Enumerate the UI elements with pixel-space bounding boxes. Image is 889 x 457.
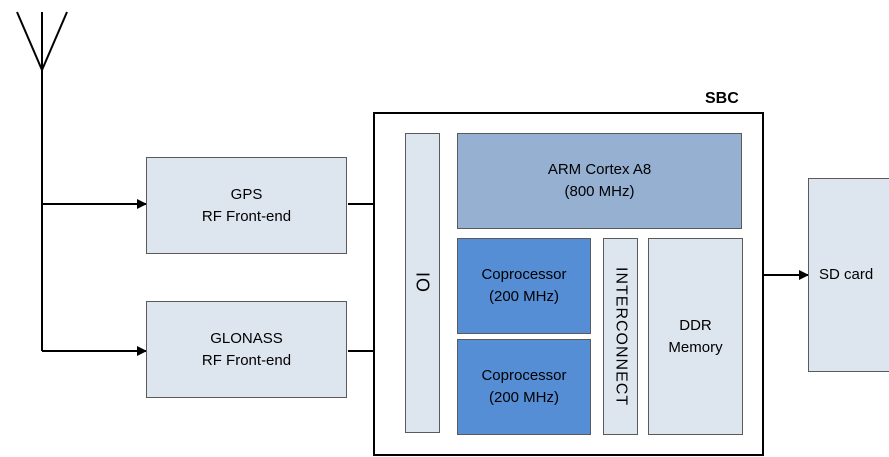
gps-label: GPS: [230, 185, 263, 203]
glonass-rf-frontend: GLONASS RF Front-end: [146, 301, 347, 398]
glonass-label: GLONASS: [210, 329, 283, 347]
coprocessor-block-1: Coprocessor (200 MHz): [457, 238, 591, 334]
glonass-sublabel: RF Front-end: [201, 351, 292, 369]
sd-card-label: SD card: [819, 266, 874, 283]
coprocessor-1-label: Coprocessor: [481, 266, 567, 283]
io-label: IO: [412, 272, 433, 294]
antenna-icon: [16, 11, 68, 71]
sd-card-block: SD card: [808, 178, 889, 372]
arm-cortex-block: ARM Cortex A8 (800 MHz): [457, 133, 742, 229]
interconnect-block: INTERCONNECT: [603, 238, 638, 435]
gps-sublabel: RF Front-end: [201, 207, 292, 225]
io-block: IO: [405, 133, 440, 433]
coprocessor-block-2: Coprocessor (200 MHz): [457, 339, 591, 435]
interconnect-label: INTERCONNECT: [612, 266, 630, 407]
gps-rf-frontend: GPS RF Front-end: [146, 157, 347, 254]
coprocessor-1-freq: (200 MHz): [488, 288, 559, 305]
ddr-memory-block: DDR Memory: [648, 238, 743, 435]
ddr-sublabel: Memory: [668, 338, 723, 356]
sbc-label: SBC: [705, 90, 739, 107]
ddr-label: DDR: [679, 316, 712, 334]
arm-label: ARM Cortex A8: [547, 161, 652, 178]
coprocessor-2-freq: (200 MHz): [488, 389, 559, 406]
coprocessor-2-label: Coprocessor: [481, 367, 567, 384]
arm-freq: (800 MHz): [564, 183, 635, 200]
